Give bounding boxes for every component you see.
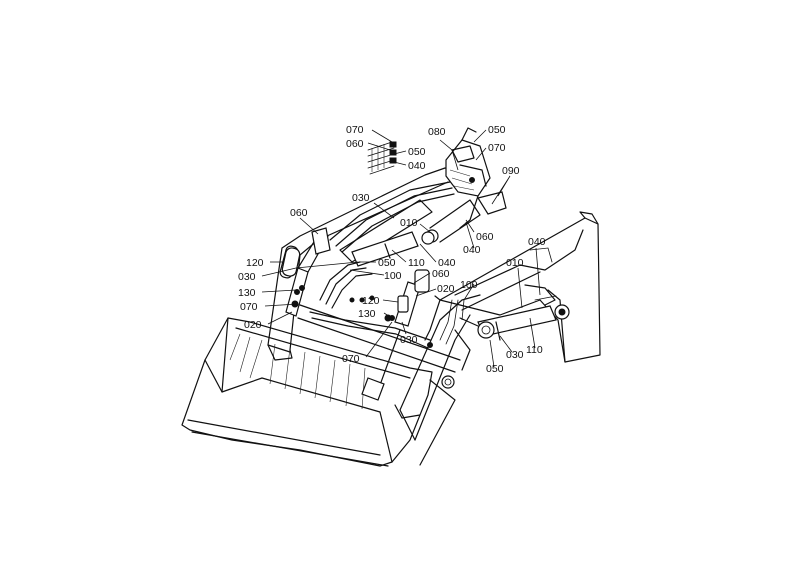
tractor-frame xyxy=(439,211,601,363)
callout-030-middle: 030 xyxy=(400,334,418,346)
callout-130-left: 130 xyxy=(238,287,256,299)
callout-120-left: 120 xyxy=(246,257,264,269)
callout-080: 080 xyxy=(428,126,446,138)
callout-130-middle: 130 xyxy=(358,308,376,320)
callout-labels: 070 060 050 040 080 050 070 090 030 060 … xyxy=(238,124,546,375)
callout-030-upper: 030 xyxy=(352,192,370,204)
callout-010-right: 010 xyxy=(506,257,524,269)
callout-120-middle: 120 xyxy=(362,295,380,307)
callout-010-upper: 010 xyxy=(400,217,418,229)
bucket xyxy=(181,317,433,467)
upper-cylinder xyxy=(351,231,435,267)
callout-040-top: 040 xyxy=(408,160,426,172)
callout-070-left: 070 xyxy=(240,301,258,313)
callout-040-valve: 040 xyxy=(463,244,481,256)
callout-020-left: 020 xyxy=(244,319,262,331)
callout-050-bottom: 050 xyxy=(486,363,504,375)
callout-050-top: 050 xyxy=(408,146,426,158)
callout-050-valve: 050 xyxy=(488,124,506,136)
callout-040-middle: 040 xyxy=(438,257,456,269)
callout-050-middle: 050 xyxy=(378,257,396,269)
callout-040-frame: 040 xyxy=(528,236,546,248)
callout-030-right: 030 xyxy=(506,349,524,361)
callout-020-middle: 020 xyxy=(437,283,455,295)
control-valve xyxy=(445,127,507,229)
callout-110-upper: 110 xyxy=(408,257,425,269)
callout-070-bottom: 070 xyxy=(342,353,360,365)
callout-060-right: 060 xyxy=(476,231,494,243)
callout-100-left: 100 xyxy=(384,270,402,282)
callout-110-right: 110 xyxy=(526,344,543,356)
callout-100-right: 100 xyxy=(460,279,478,291)
callout-090: 090 xyxy=(502,165,520,177)
hydraulic-hoses xyxy=(309,181,459,349)
leader-lines xyxy=(261,129,541,368)
callout-030-left: 030 xyxy=(238,271,256,283)
right-bucket-cylinder xyxy=(454,304,570,371)
callout-070-valve: 070 xyxy=(488,142,506,154)
callout-060-left: 060 xyxy=(290,207,308,219)
fittings-cluster xyxy=(367,141,397,175)
callout-060-middle: 060 xyxy=(432,268,450,280)
callout-070-top: 070 xyxy=(346,124,364,136)
callout-060-top: 060 xyxy=(346,138,364,150)
